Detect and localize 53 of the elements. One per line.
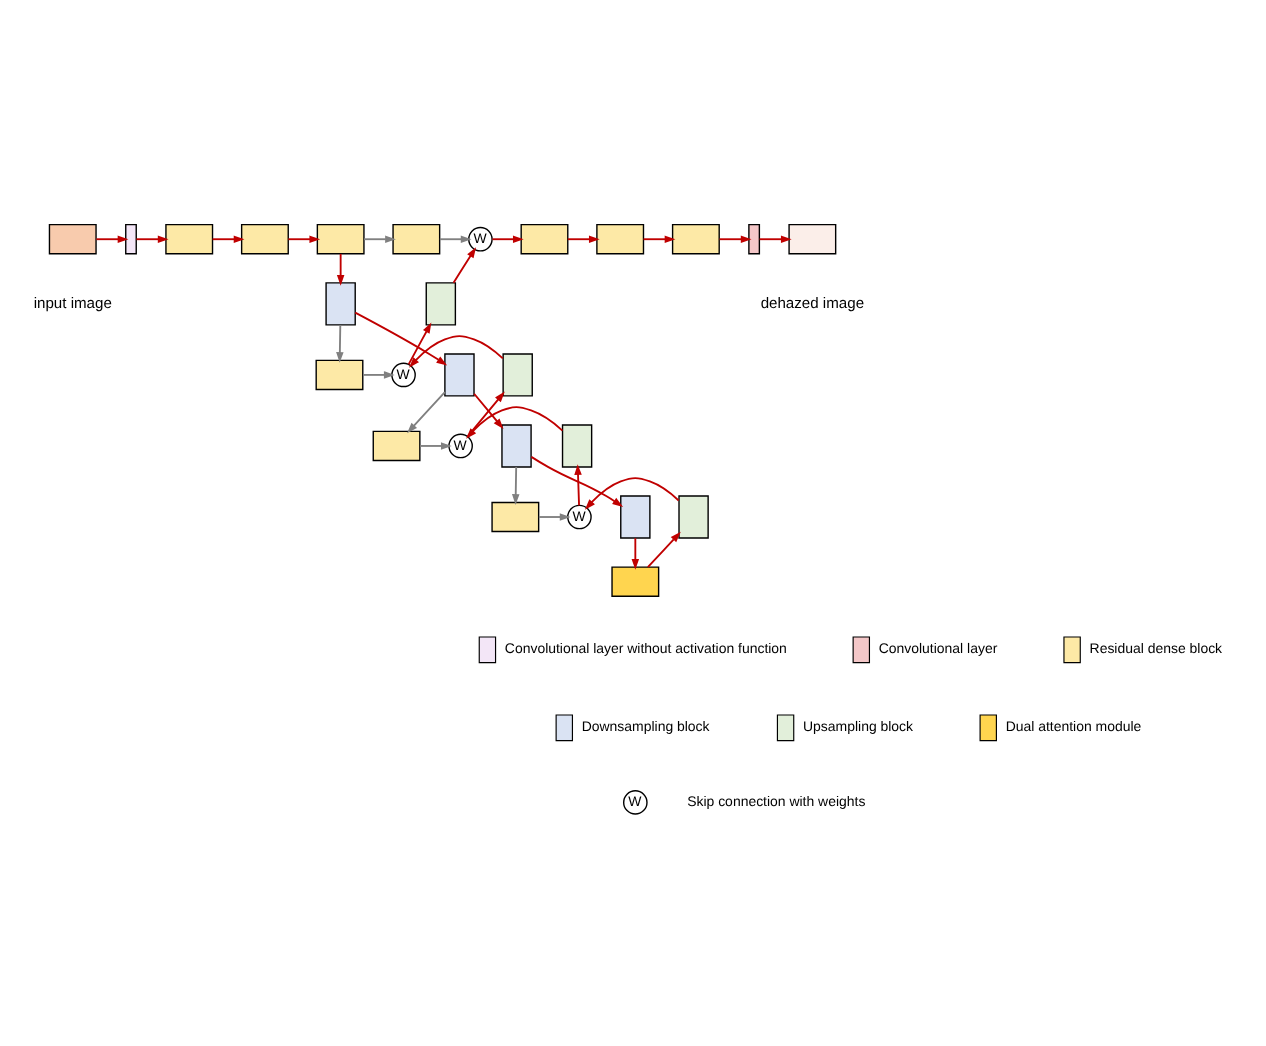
arrow: [466, 390, 505, 437]
arrow: [491, 234, 524, 242]
node-box: [325, 281, 356, 325]
arrow: [407, 390, 446, 433]
arrow: [537, 512, 571, 520]
node-box: [520, 222, 569, 254]
arrow: [758, 234, 792, 242]
arrow: [409, 334, 504, 367]
node-box: [372, 429, 421, 461]
arrow: [135, 234, 169, 242]
arrow: [211, 234, 245, 242]
node-box: [316, 222, 365, 254]
node-box: [502, 352, 533, 396]
node-box: [48, 222, 97, 254]
arrow: [407, 321, 432, 365]
node-box: [240, 222, 289, 254]
arrow: [631, 536, 640, 569]
node-box: [501, 423, 532, 467]
arrow: [362, 370, 395, 378]
node-box: [620, 494, 651, 538]
node-box: [444, 352, 475, 396]
arrow: [363, 234, 396, 242]
arrow: [336, 323, 344, 362]
arrow: [419, 441, 452, 449]
node-bar: [748, 222, 761, 254]
arrow: [354, 310, 448, 365]
node-box: [788, 222, 837, 254]
arrow: [584, 476, 680, 509]
arrow: [466, 405, 564, 438]
node-box: [392, 222, 441, 254]
node-box: [671, 222, 720, 254]
node-box: [611, 565, 660, 596]
arrow: [452, 246, 477, 283]
node-box: [315, 358, 364, 390]
node-bar: [125, 222, 137, 254]
node-box: [165, 222, 214, 254]
arrow: [642, 234, 676, 242]
arrow: [566, 234, 600, 242]
arrow: [646, 530, 681, 568]
arrow: [287, 234, 321, 242]
arrow: [530, 454, 624, 506]
node-box: [491, 500, 540, 532]
arrow: [718, 234, 752, 242]
node-box: [425, 281, 457, 325]
node-box: [561, 423, 593, 467]
node-box: [596, 222, 645, 254]
arrow: [336, 252, 345, 285]
arrow: [95, 234, 129, 242]
node-box: [678, 494, 709, 538]
arrow: [473, 391, 504, 429]
arrow: [511, 465, 520, 504]
arrow: [574, 463, 582, 506]
arrow: [438, 234, 472, 242]
